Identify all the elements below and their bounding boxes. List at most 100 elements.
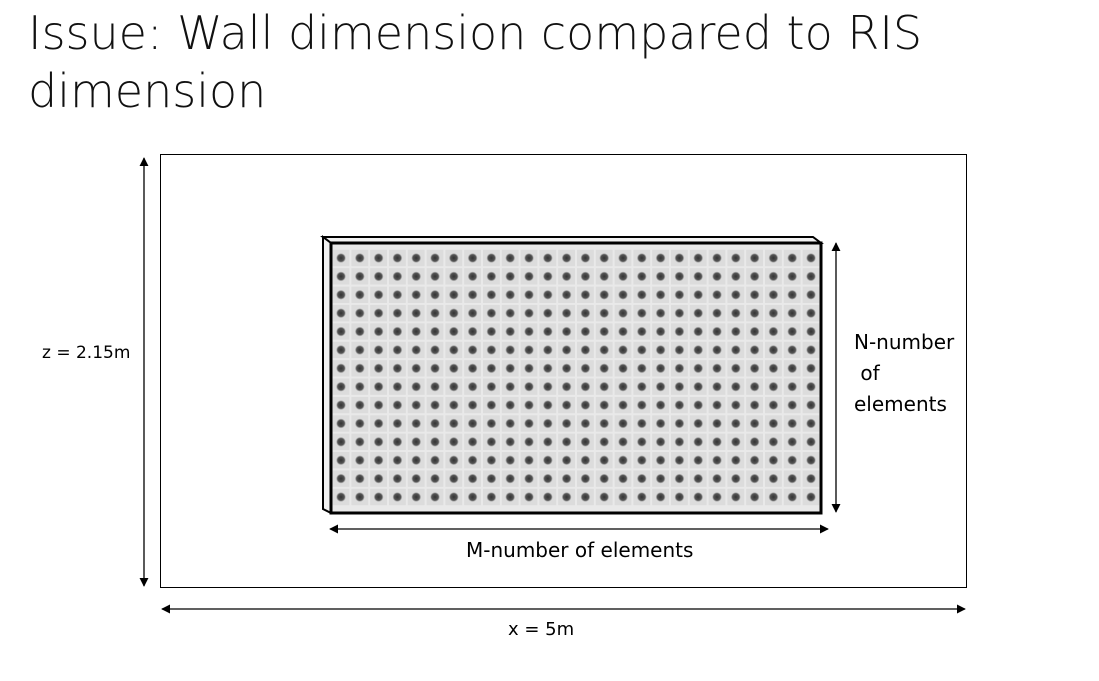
ris-element [806, 253, 816, 263]
ris-element [580, 345, 591, 355]
ris-element [355, 473, 365, 484]
ris-element [693, 345, 703, 355]
n-label-line-2: of [854, 361, 880, 385]
ris-element [430, 308, 440, 318]
ris-element [768, 363, 779, 374]
ris-element [392, 345, 403, 355]
ris-element [712, 271, 722, 282]
ris-element [806, 400, 816, 410]
ris-element [768, 455, 779, 466]
n-elements-label: N-number of elements [854, 327, 954, 420]
ris-element [505, 289, 515, 300]
ris-element [355, 253, 365, 263]
ris-element [392, 289, 403, 300]
ris-element [373, 363, 384, 374]
ris-element [336, 308, 346, 318]
ris-element [693, 455, 703, 466]
ris-element [712, 289, 722, 300]
ris-element [655, 271, 666, 282]
ris-element [524, 326, 534, 337]
ris-element [373, 289, 384, 300]
ris-element [411, 437, 422, 447]
ris-element [373, 253, 384, 263]
ris-element [749, 455, 760, 466]
ris-element [618, 363, 628, 374]
ris-element [505, 308, 515, 318]
ris-element [599, 345, 609, 355]
ris-element [355, 308, 365, 318]
ris-element [580, 326, 591, 337]
ris-element [336, 473, 346, 484]
ris-element [655, 289, 666, 300]
ris-element [355, 271, 365, 282]
ris-element [618, 289, 628, 300]
ris-element [430, 400, 440, 410]
z-dimension-label: z = 2.15m [42, 343, 131, 363]
ris-element [580, 492, 591, 502]
ris-element [524, 289, 534, 300]
ris-element [543, 271, 553, 282]
ris-element [486, 437, 497, 447]
ris-element [655, 492, 666, 502]
ris-element [618, 455, 628, 466]
ris-element [712, 345, 722, 355]
ris-element [543, 381, 553, 392]
ris-element [373, 308, 384, 318]
ris-element [524, 345, 534, 355]
ris-element [674, 418, 685, 429]
ris-element [430, 363, 440, 374]
ris-element [806, 381, 816, 392]
ris-element [599, 271, 609, 282]
ris-element [543, 473, 553, 484]
ris-element [693, 381, 703, 392]
ris-element [637, 418, 647, 429]
ris-element [486, 363, 497, 374]
ris-element [411, 308, 422, 318]
ris-element [580, 418, 591, 429]
ris-element [655, 326, 666, 337]
ris-element [543, 345, 553, 355]
ris-element [674, 271, 685, 282]
ris-element [411, 345, 422, 355]
ris-element [749, 271, 760, 282]
ris-element [392, 455, 403, 466]
ris-element [768, 437, 779, 447]
ris-element [561, 400, 572, 410]
ris-element [355, 455, 365, 466]
ris-element [561, 492, 572, 502]
ris-element [599, 437, 609, 447]
ris-element [524, 253, 534, 263]
ris-element [618, 400, 628, 410]
ris-element [486, 308, 497, 318]
ris-element [411, 492, 422, 502]
ris-element [749, 308, 760, 318]
ris-element [561, 345, 572, 355]
ris-element [693, 289, 703, 300]
ris-element [543, 326, 553, 337]
ris-element [731, 455, 741, 466]
ris-element [486, 345, 497, 355]
ris-element [731, 271, 741, 282]
ris-element [731, 289, 741, 300]
ris-element [467, 418, 478, 429]
ris-element [392, 363, 403, 374]
ris-element [524, 437, 534, 447]
ris-element [731, 326, 741, 337]
ris-element [637, 400, 647, 410]
ris-element [618, 418, 628, 429]
ris-element [392, 400, 403, 410]
ris-element [411, 289, 422, 300]
ris-element [806, 326, 816, 337]
ris-element [580, 308, 591, 318]
ris-element [787, 308, 797, 318]
ris-element [768, 400, 779, 410]
ris-element [486, 271, 497, 282]
ris-element [712, 437, 722, 447]
ris-element [355, 418, 365, 429]
ris-element [543, 418, 553, 429]
ris-element [787, 492, 797, 502]
ris-element [637, 308, 647, 318]
ris-element [599, 473, 609, 484]
ris-element [712, 400, 722, 410]
ris-element [768, 345, 779, 355]
